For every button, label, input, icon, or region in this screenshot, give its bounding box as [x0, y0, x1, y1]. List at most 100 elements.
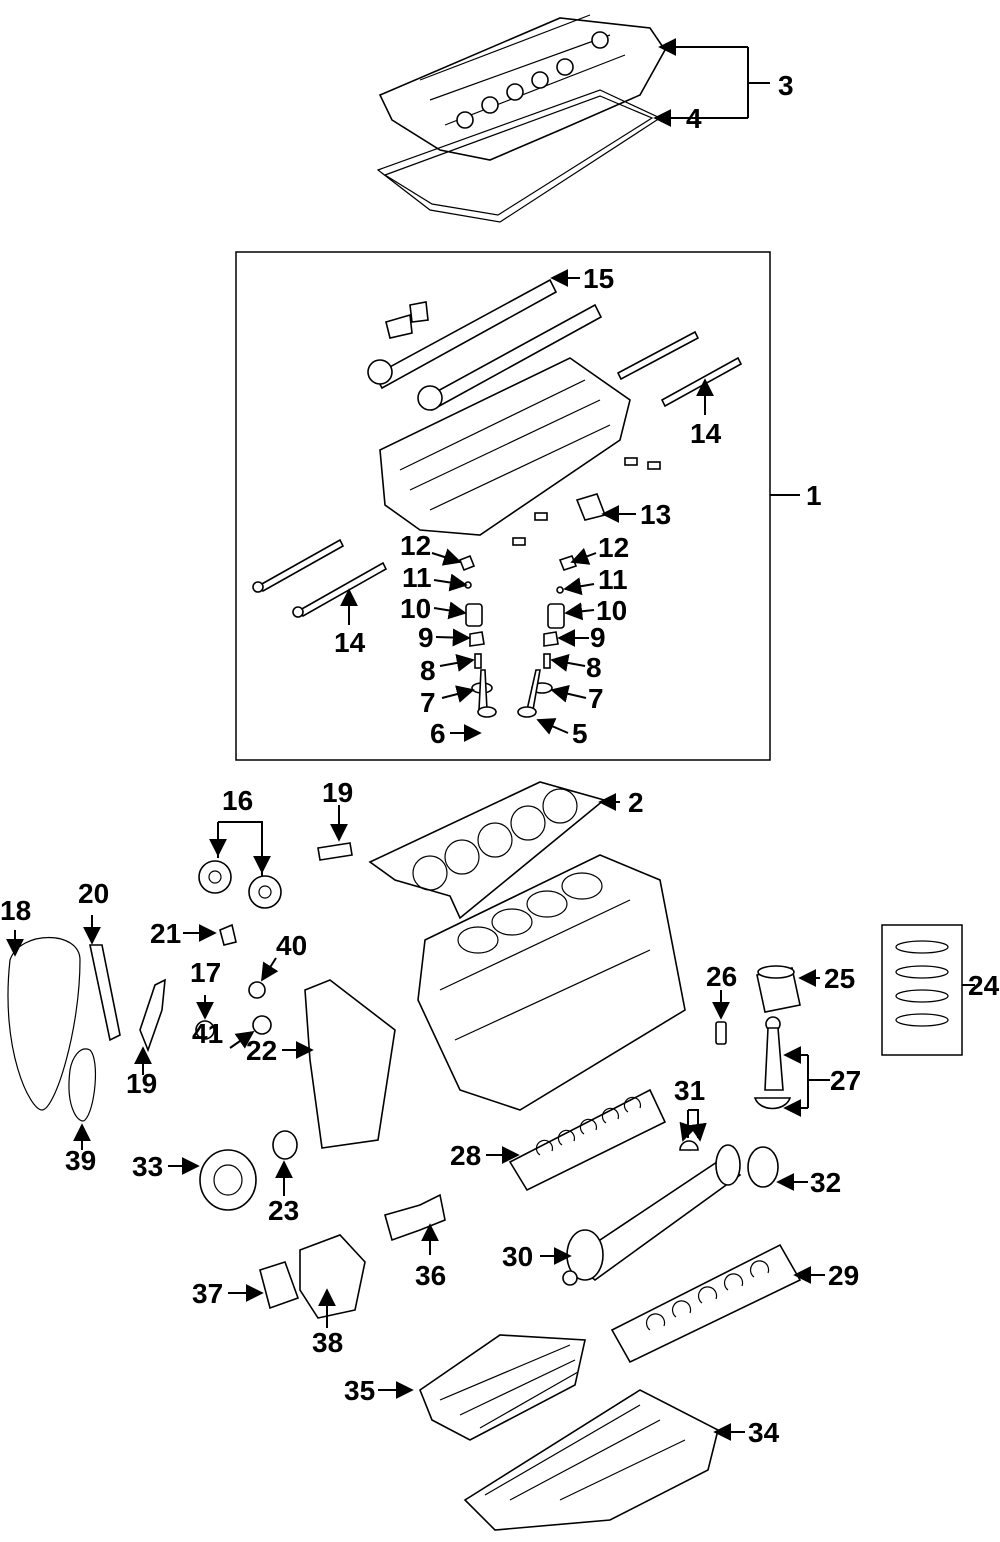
callout-32: 32: [810, 1167, 841, 1198]
callout-4: 4: [686, 103, 702, 134]
cam-caps: [385, 301, 429, 339]
callout-37: 37: [192, 1278, 223, 1309]
valve-train-left: [458, 554, 497, 718]
bracket-19-top: [317, 842, 353, 861]
callout-13: 13: [640, 499, 671, 530]
piston: [756, 965, 801, 1013]
bracket-27: [807, 1055, 830, 1108]
leader-5: [536, 718, 569, 735]
callout-30: 30: [502, 1241, 533, 1272]
leader-9a: [435, 628, 471, 647]
cylinder-head-group-box: [235, 251, 771, 761]
upper-bearings: [508, 1088, 667, 1192]
crank-pulley: [199, 1149, 257, 1211]
callout-22: 22: [246, 1035, 277, 1066]
callout-39: 39: [65, 1145, 96, 1176]
callout-41: 41: [192, 1018, 223, 1049]
rear-seal: [747, 1146, 779, 1188]
leader-10b: [564, 602, 595, 621]
leader-7a: [441, 685, 475, 703]
leader-12b: [570, 547, 597, 565]
callout-24: 24: [968, 970, 1000, 1001]
lower-bearings: [610, 1243, 802, 1364]
callout-2: 2: [628, 787, 644, 818]
callout-19b: 19: [126, 1068, 157, 1099]
callout-11b: 11: [598, 564, 628, 595]
leader-31b: [688, 1122, 707, 1142]
oil-pump: [299, 1234, 366, 1319]
callout-14b: 14: [334, 627, 366, 658]
callout-38: 38: [312, 1327, 343, 1358]
valve-cover: [378, 14, 666, 161]
leader-11a: [433, 573, 468, 592]
leader-41: [229, 1030, 255, 1049]
callout-21: 21: [150, 918, 181, 949]
connecting-rod: [753, 1016, 792, 1110]
callout-12a: 12: [400, 530, 431, 561]
oil-pan: [463, 1389, 719, 1531]
leader-40: [261, 957, 279, 982]
thrust-washers: [679, 1140, 699, 1151]
oil-control-valve: [575, 493, 607, 521]
valve-cover-gasket: [376, 89, 662, 223]
oil-baffle: [419, 1334, 586, 1441]
leader-31a: [679, 1121, 697, 1142]
callout-9b: 9: [590, 622, 606, 653]
callout-35: 35: [344, 1375, 375, 1406]
seal-40: [248, 981, 266, 999]
bracket-31: [687, 1109, 699, 1138]
callout-15: 15: [583, 263, 614, 294]
head-gasket: [368, 781, 606, 920]
callout-28: 28: [450, 1140, 481, 1171]
callout-1: 1: [806, 480, 822, 511]
callout-33: 33: [132, 1151, 163, 1182]
callout-3: 3: [778, 70, 794, 101]
sprocket-41: [252, 1015, 272, 1035]
callout-26: 26: [706, 961, 737, 992]
tensioner-arm: [139, 978, 166, 1053]
leader-8b: [550, 654, 586, 672]
bracket-3: [747, 47, 770, 118]
callout-7a: 7: [420, 687, 436, 718]
callout-14a: 14: [690, 418, 722, 449]
cylinder-head: [379, 357, 631, 536]
chain-guide: [89, 944, 121, 1042]
callout-23: 23: [268, 1195, 299, 1226]
crankshaft: [562, 1144, 742, 1286]
leader-7b: [550, 684, 587, 703]
callout-11a: 11: [402, 562, 432, 593]
camshafts: [367, 278, 603, 412]
callout-40: 40: [276, 930, 307, 961]
callout-5: 5: [572, 718, 588, 749]
callout-36: 36: [415, 1260, 446, 1291]
callout-29: 29: [828, 1260, 859, 1291]
callout-8a: 8: [420, 655, 436, 686]
leader-11b: [563, 577, 595, 596]
callout-19a: 19: [322, 777, 353, 808]
leader-12a: [431, 548, 462, 566]
callout-25: 25: [824, 963, 855, 994]
oil-pump-chain: [68, 1048, 96, 1122]
cam-sprockets: [198, 860, 282, 909]
callout-7b: 7: [588, 683, 604, 714]
callout-34: 34: [748, 1417, 780, 1448]
callout-31: 31: [674, 1075, 705, 1106]
piston-pin: [715, 1021, 727, 1045]
callout-labels: 3 4 1 15 14 14 13 12 12 11 11 10 10 9 9 …: [0, 70, 1000, 1448]
callout-9a: 9: [418, 622, 434, 653]
callout-27: 27: [830, 1065, 861, 1096]
valve-guides: [512, 457, 661, 546]
callout-10a: 10: [400, 593, 431, 624]
callout-10b: 10: [596, 595, 627, 626]
timing-cover: [304, 979, 396, 1149]
oil-pickup: [384, 1193, 446, 1242]
engine-block: [417, 854, 686, 1111]
piston-rings: [895, 940, 949, 1027]
callout-12b: 12: [598, 532, 629, 563]
piston-rings-box: [881, 924, 963, 1056]
oil-pump-bracket: [259, 1261, 300, 1310]
callout-8b: 8: [586, 652, 602, 683]
leader-10a: [433, 601, 467, 620]
seal-17: [195, 1020, 215, 1040]
